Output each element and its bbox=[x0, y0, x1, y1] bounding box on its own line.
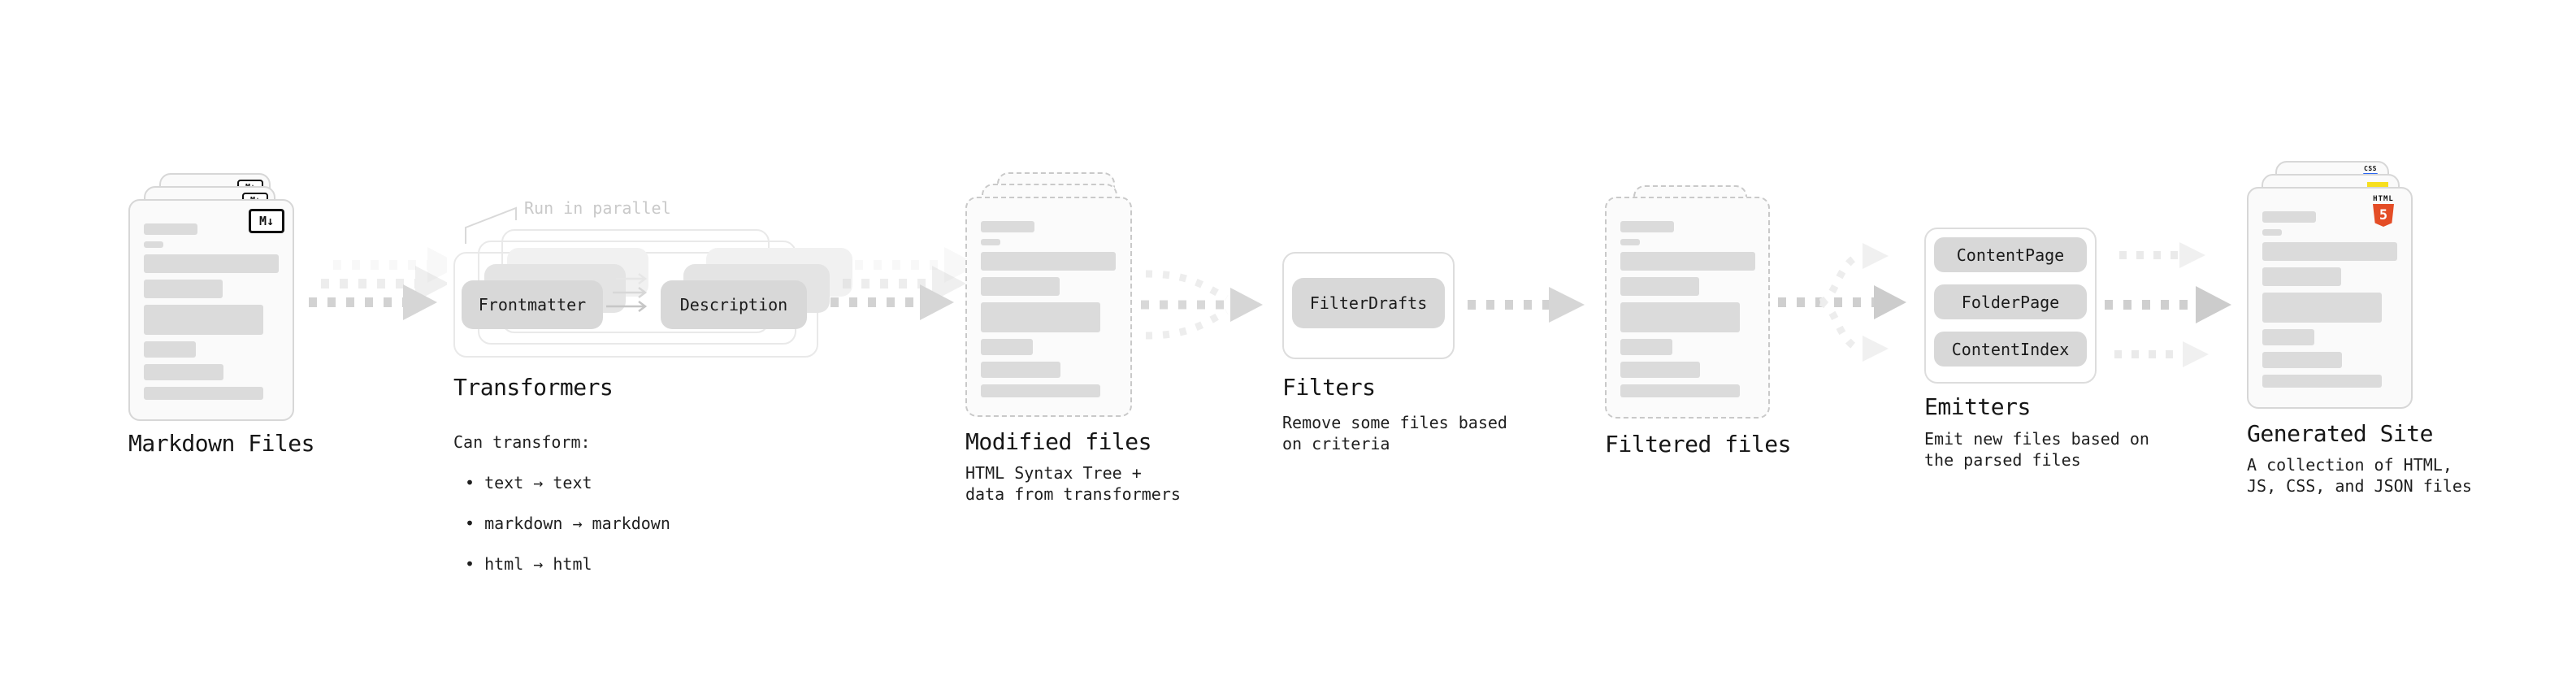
file-content-skeleton bbox=[130, 201, 293, 400]
arrow-modified-to-filters bbox=[1141, 270, 1263, 340]
skeleton-bar bbox=[144, 305, 263, 335]
file-content-skeleton bbox=[1607, 198, 1768, 397]
skeleton-bar bbox=[1620, 221, 1674, 232]
skeleton-bar bbox=[1620, 252, 1755, 271]
contentindex-chip: ContentIndex bbox=[1934, 332, 2087, 367]
arrow-markdown-to-transformers bbox=[309, 247, 447, 320]
skeleton-bar bbox=[981, 277, 1060, 296]
skeleton-bar bbox=[144, 341, 196, 358]
skeleton-bar bbox=[144, 254, 279, 273]
skeleton-bar bbox=[1620, 362, 1700, 378]
skeleton-bar bbox=[981, 252, 1116, 271]
transformers-caption-heading: Can transform: bbox=[453, 432, 591, 452]
skeleton-bar bbox=[1620, 384, 1740, 397]
generated-site-caption: A collection of HTML, JS, CSS, and JSON … bbox=[2247, 455, 2472, 496]
skeleton-bar bbox=[981, 384, 1100, 397]
contentpage-chip: ContentPage bbox=[1934, 237, 2087, 272]
skeleton-bar bbox=[2262, 375, 2382, 388]
skeleton-bar bbox=[981, 302, 1100, 332]
skeleton-bar bbox=[144, 223, 197, 235]
transformers-bullet: • html → html bbox=[465, 554, 592, 574]
modified-file-card-front bbox=[965, 197, 1132, 417]
skeleton-bar bbox=[2262, 242, 2397, 261]
filtered-files-label: Filtered files bbox=[1605, 431, 1792, 458]
skeleton-bar bbox=[2262, 293, 2382, 323]
skeleton-bar bbox=[2262, 211, 2316, 223]
skeleton-bar bbox=[144, 241, 163, 248]
run-in-parallel-note: Run in parallel bbox=[524, 198, 671, 218]
arrow-transformers-to-modified bbox=[830, 247, 969, 320]
transformers-bullet: • markdown → markdown bbox=[465, 514, 670, 533]
transformer-parallel-arrows bbox=[606, 273, 648, 312]
emitters-label: Emitters bbox=[1924, 393, 2031, 420]
folderpage-chip: FolderPage bbox=[1934, 284, 2087, 319]
markdown-icon: M↓ bbox=[249, 209, 284, 233]
run-in-parallel-leader-line bbox=[465, 206, 517, 244]
filters-caption: Remove some files based on criteria bbox=[1282, 413, 1507, 453]
skeleton-bar bbox=[1620, 339, 1672, 355]
transformers-bullet: • text → text bbox=[465, 473, 592, 492]
skeleton-bar bbox=[2262, 352, 2342, 368]
skeleton-bar bbox=[2262, 329, 2314, 345]
filtered-file-card-front bbox=[1605, 197, 1770, 419]
skeleton-bar bbox=[2262, 267, 2341, 286]
skeleton-bar bbox=[981, 362, 1060, 378]
modified-files-label: Modified files bbox=[965, 428, 1152, 455]
file-content-skeleton bbox=[2249, 189, 2411, 388]
modified-files-caption: HTML Syntax Tree + data from transformer… bbox=[965, 463, 1181, 504]
skeleton-bar bbox=[981, 221, 1034, 232]
arrow-filtered-to-emitters bbox=[1778, 243, 1906, 362]
skeleton-bar bbox=[1620, 239, 1640, 245]
generated-site-label: Generated Site bbox=[2247, 420, 2434, 447]
html5-icon: HTML 5 bbox=[2366, 195, 2401, 227]
filters-label: Filters bbox=[1282, 374, 1376, 401]
description-chip: Description bbox=[661, 280, 807, 329]
skeleton-bar bbox=[1620, 277, 1699, 296]
file-content-skeleton bbox=[967, 198, 1130, 397]
html5-icon-word: HTML bbox=[2373, 195, 2394, 203]
markdown-file-card-front: M↓ bbox=[128, 199, 294, 421]
skeleton-bar bbox=[981, 239, 1000, 245]
skeleton-bar bbox=[1620, 302, 1740, 332]
skeleton-bar bbox=[144, 280, 223, 298]
frontmatter-chip: Frontmatter bbox=[462, 280, 603, 329]
transformers-label: Transformers bbox=[453, 374, 614, 401]
arrow-emitters-to-generated bbox=[2105, 242, 2231, 367]
css-icon-label: CSS bbox=[2364, 165, 2377, 172]
transformers-caption: Can transform: • text → text • markdown … bbox=[453, 412, 670, 595]
html5-icon-shield: 5 bbox=[2373, 204, 2394, 227]
skeleton-bar bbox=[2262, 229, 2282, 236]
arrow-filters-to-filtered bbox=[1468, 287, 1585, 323]
emitters-caption: Emit new files based on the parsed files bbox=[1924, 429, 2149, 470]
markdown-files-label: Markdown Files bbox=[128, 430, 315, 457]
skeleton-bar bbox=[144, 387, 263, 400]
skeleton-bar bbox=[144, 364, 223, 380]
skeleton-bar bbox=[981, 339, 1033, 355]
filterdrafts-chip: FilterDrafts bbox=[1292, 278, 1445, 328]
generated-file-card-front: HTML 5 bbox=[2247, 187, 2413, 409]
